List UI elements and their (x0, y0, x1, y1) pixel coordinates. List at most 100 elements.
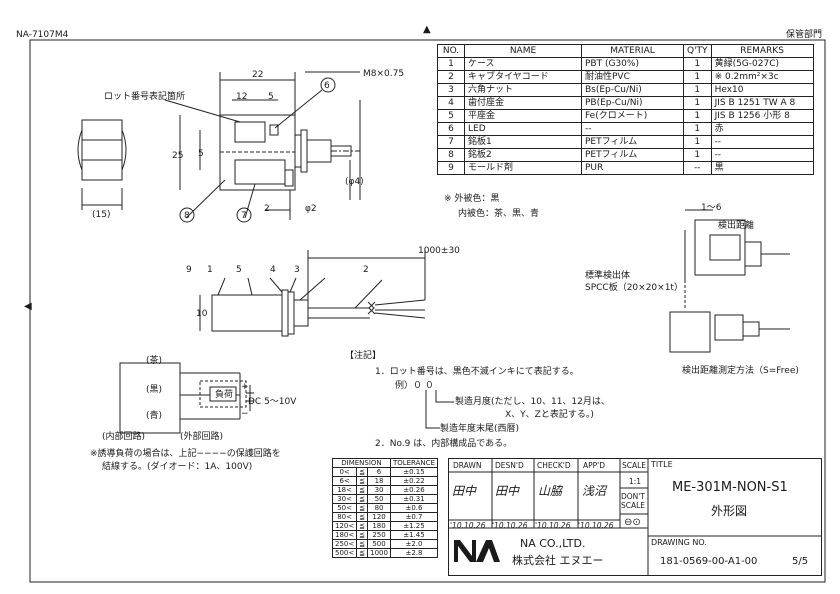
col-name: NAME (464, 44, 582, 58)
dimension-2: 2 (264, 204, 270, 214)
standard-object-label: 標準検出体 (585, 271, 631, 281)
cable-length-dimension: 1000±30 (418, 246, 460, 256)
detection-range-dimension: 1〜6 (701, 203, 722, 213)
thread-spec: M8×0.75 (363, 69, 405, 79)
tolerance-header: TOLERANCE (389, 458, 438, 468)
balloon-3: 3 (294, 265, 300, 275)
table-row: 250<≦500±2.0 (331, 539, 438, 549)
wire-blue-label: (青) (146, 411, 163, 421)
table-row: 120<≦180±1.25 (331, 521, 438, 531)
balloon-4: 4 (270, 265, 276, 275)
company-logo (454, 540, 500, 562)
detection-distance-label: 検出距離 (718, 221, 755, 231)
col-qty: Q'TY (683, 44, 712, 58)
dimension-22: 22 (252, 70, 264, 80)
dimension-header: DIMENSION (332, 458, 391, 468)
col-no: NO. (437, 44, 465, 58)
drawing-type: 外形図 (711, 504, 748, 518)
spcc-plate-label: SPCC板（20×20×1t） (585, 283, 683, 293)
title-block-grid (448, 458, 822, 576)
wire-brown-label: (茶) (146, 356, 163, 366)
company-name-jp: 株式会社 エヌエー (512, 554, 604, 567)
designed-label: DESN'D (495, 461, 524, 470)
end-view-body (81, 119, 123, 181)
detection-method-figure (669, 209, 790, 353)
notes-heading: 【注記】 (345, 351, 382, 361)
note-month: 製造月度(ただし、10、11、12月は、 (455, 397, 610, 407)
title-label: TITLE (651, 460, 673, 469)
checked-label: CHECK'D (537, 461, 571, 470)
table-row: 500<≦1000±2.8 (331, 548, 438, 558)
signature-checked: 山脇 (538, 484, 563, 498)
side-body (211, 294, 283, 332)
control-department-label: 保管部門 (786, 30, 823, 40)
sensor-top-view (77, 71, 361, 223)
negative-terminal: − (241, 409, 249, 419)
drawing-number: 181-0569-00-A1-00 (660, 556, 758, 567)
table-row: 18<≦30±0.26 (331, 485, 438, 495)
balloon-2: 2 (363, 265, 369, 275)
signature-designed: 田中 (495, 484, 520, 498)
lot-number-location-label: ロット番号表記箇所 (104, 92, 186, 102)
table-row: 0<≦6±0.15 (331, 467, 438, 477)
dimension-phi2: φ2 (305, 204, 317, 214)
top-center-mark-icon: ▲ (423, 24, 431, 35)
sheet-number: 5/5 (792, 556, 809, 567)
supply-voltage-label: DC 5〜10V (248, 397, 297, 407)
dimension-15: (15) (92, 210, 111, 220)
table-row: 30<≦50±0.31 (331, 494, 438, 504)
inner-color-note: 内被色：茶、黒、青 (458, 209, 540, 219)
drawn-label: DRAWN (453, 461, 482, 470)
parts-header-row: NO. NAME MATERIAL Q'TY REMARKS (437, 44, 814, 58)
dimension-12: 12 (236, 92, 248, 102)
inductive-load-caution: ※誘導負荷の場合は、上記−−−−の保護回路を (90, 449, 281, 459)
balloon-5: 5 (236, 265, 242, 275)
table-row: 80<≦120±0.7 (331, 512, 438, 522)
wire-black-label: (黒) (146, 385, 163, 395)
left-center-mark-icon: ◀ (24, 301, 32, 312)
scale-value: 1:1 (629, 477, 642, 486)
dimension-25: 25 (172, 151, 184, 161)
external-circuit-label: (外部回路) (180, 432, 224, 442)
note-leader-lines (425, 390, 454, 429)
dimension-phi4: (φ4) (345, 177, 364, 187)
date-drawn: '10.10.26 (450, 521, 486, 530)
model-number: ME-301M-NON-S1 (672, 480, 788, 495)
balloon-8: 8 (184, 211, 190, 221)
dimension-5-top: 5 (268, 92, 274, 102)
internal-circuit-label: (内部回路) (102, 432, 146, 442)
title-block (448, 458, 822, 576)
note-1: 1．ロット番号は、黒色不滅インキにて表記する。 (375, 367, 579, 377)
note-example: 例）０ ０ (395, 381, 434, 391)
note-month-letters: X、Y、Zと表記する。) (505, 410, 594, 420)
table-row: 50<≦80±0.6 (331, 503, 438, 513)
projection-symbol-icon: ⊖⊙ (624, 517, 641, 528)
date-approved: '10.10.26 (578, 521, 614, 530)
company-name-en: NA CO.,LTD. (520, 537, 586, 550)
dimension-10: 10 (196, 309, 208, 319)
table-row: 6<≦18±0.22 (331, 476, 438, 486)
balloon-6: 6 (324, 81, 330, 91)
measurement-method-label: 検出距離測定方法（S=Free) (682, 366, 799, 376)
note-year: 製造年度末尾(西暦) (440, 424, 520, 434)
balloon-1: 1 (207, 265, 213, 275)
drawing-number-label: DRAWING NO. (651, 538, 707, 547)
col-remarks: REMARKS (710, 44, 814, 58)
dont-scale-label: DON'T SCALE (621, 492, 646, 510)
col-material: MATERIAL (581, 44, 684, 58)
scale-label: SCALE (622, 461, 647, 470)
diode-spec-caution: 結線する。(ダイオード：1A、100V) (102, 462, 253, 472)
date-designed: '10.10.26 (492, 521, 528, 530)
dimension-5-side: 5 (198, 149, 204, 159)
